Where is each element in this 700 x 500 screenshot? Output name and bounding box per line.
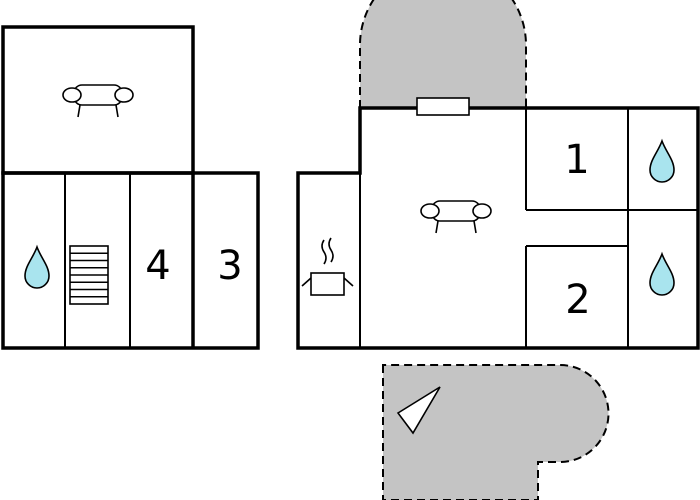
cooking-pot-icon <box>301 237 354 296</box>
right-building <box>296 106 700 350</box>
sofa-icon <box>62 84 134 118</box>
terrace-bottom <box>382 364 610 500</box>
ground-floor-right-outline <box>296 106 700 350</box>
water-drop-icon <box>649 251 675 296</box>
stairs-icon <box>69 245 109 305</box>
water-drop-icon <box>649 138 675 183</box>
room-number-2: 2 <box>565 277 590 323</box>
sofa-icon <box>420 200 492 234</box>
room-number-3: 3 <box>217 243 242 289</box>
room-number-1: 1 <box>564 137 589 183</box>
north-arrow-icon <box>396 386 441 435</box>
water-drop-icon <box>24 244 50 289</box>
room-number-4: 4 <box>145 243 170 289</box>
window-icon <box>416 97 470 116</box>
terrace-top <box>359 0 527 109</box>
left-building <box>1 25 260 350</box>
